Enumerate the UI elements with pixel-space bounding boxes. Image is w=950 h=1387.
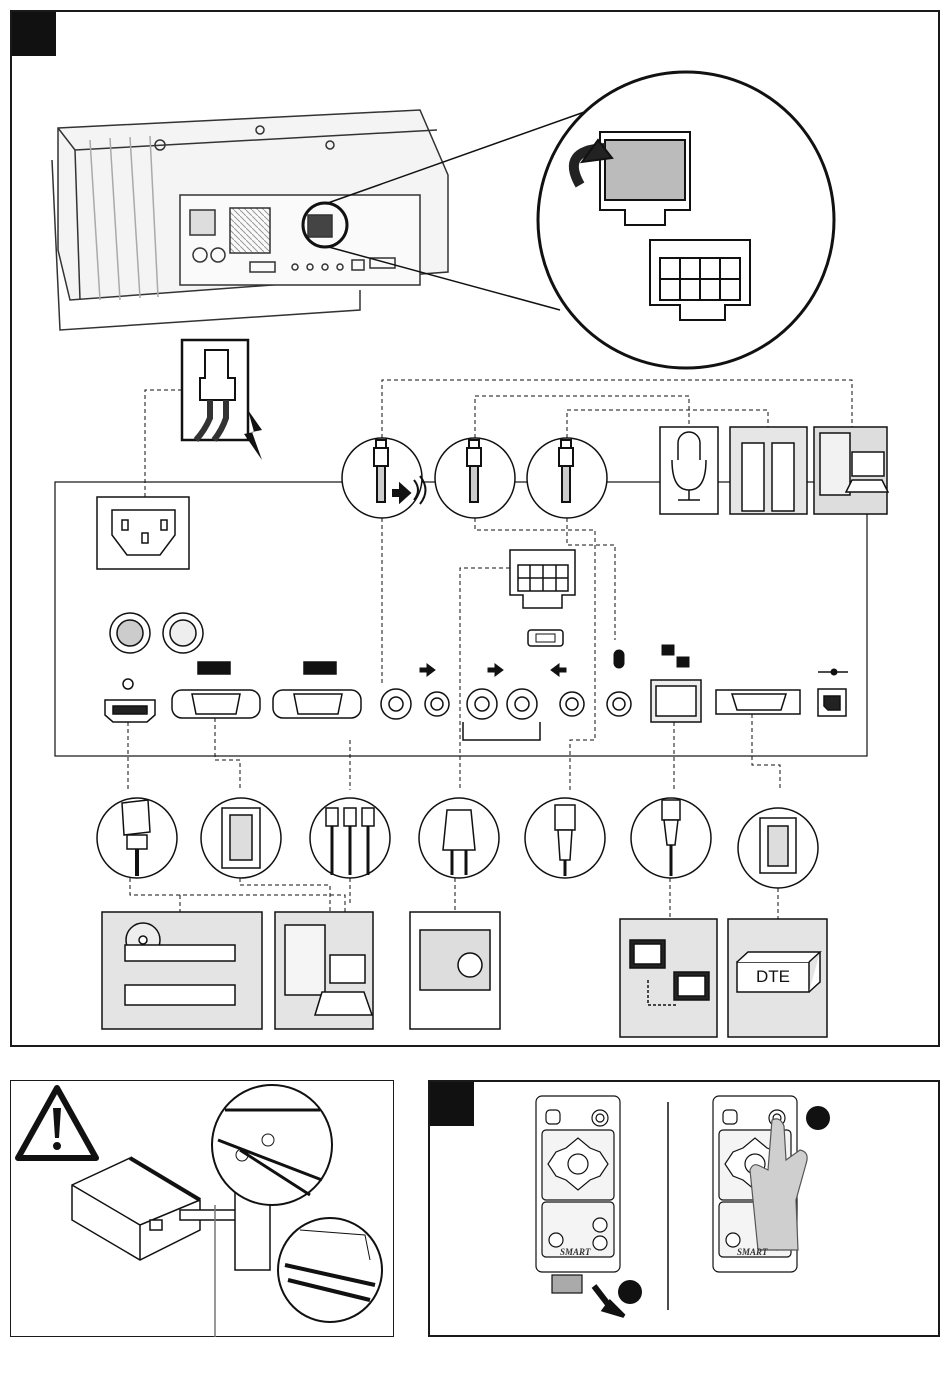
dvd-player-box: [102, 912, 262, 1029]
cable-connector-icon: [510, 550, 575, 608]
remote-brand-left: SMART: [560, 1247, 591, 1257]
lightning-icon: [244, 410, 262, 460]
cable-cover-zoom: [538, 72, 834, 368]
power-socket-icon: [97, 497, 189, 569]
warning-diagram: [10, 1080, 394, 1337]
warning-icon: [18, 1088, 96, 1158]
remote-brand-right: SMART: [737, 1247, 768, 1257]
power-cord-icon: [182, 340, 248, 440]
projector-icon: [52, 110, 448, 330]
remote-control-icon: [536, 1096, 620, 1293]
wall-mount-zoom-bottom: [278, 1218, 382, 1322]
step-badge-1: [618, 1280, 642, 1304]
dte-label: DTE: [737, 967, 809, 987]
remote-diagram: [428, 1080, 940, 1337]
connections-diagram: [0, 0, 950, 1050]
step-badge-2: [806, 1106, 830, 1130]
